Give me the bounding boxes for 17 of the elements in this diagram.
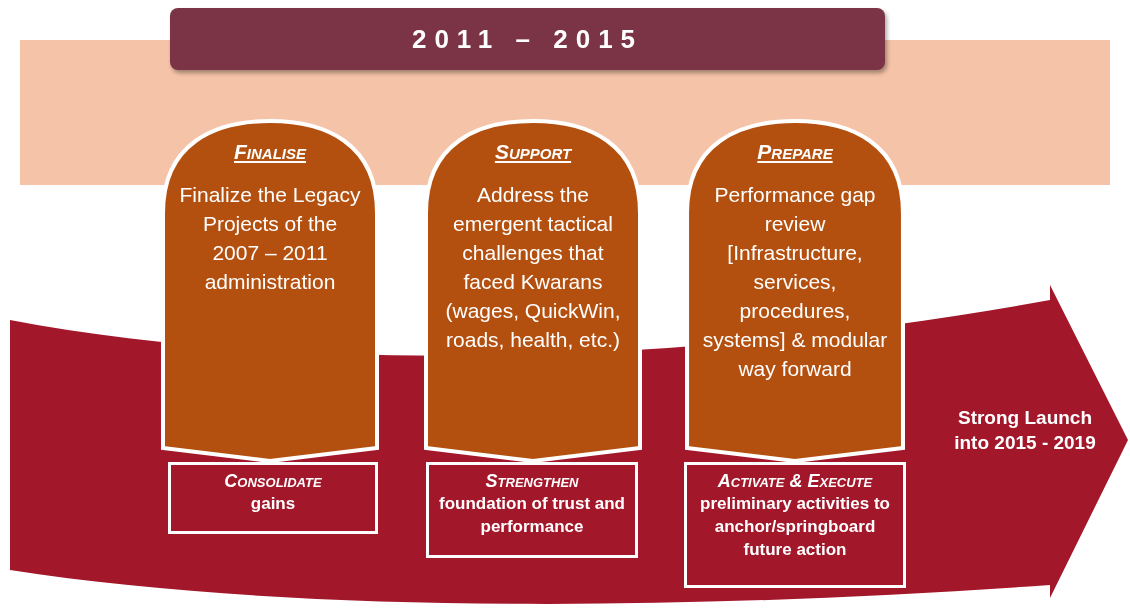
shape-text: Finalize the Legacy Projects of the 2007 – 2011 administration [178,182,362,295]
text-box [168,462,378,534]
box-heading: Consolidate [223,471,323,492]
box-heading: Strengthen [484,471,580,492]
shape-heading: Finalise [233,140,308,164]
shape-text: Performance gap review [Infrastructure, services, procedures, systems] & modular way forward [702,182,888,382]
year-banner: 2011 – 2015 [170,8,885,70]
text-box [426,462,638,558]
shape-heading: Support [493,140,573,164]
text-box [684,462,906,588]
box-text: preliminary activities to anchor/springboard future action [699,493,891,561]
shape-text: Address the emergent tactical challenges that faced Kwarans (wages, QuickWin, roads, health, etc.) [444,182,622,353]
box-text: gains [249,493,297,515]
shape-heading: Prepare [756,140,834,164]
arrow-text: Strong Launch into 2015 - 2019 [953,406,1097,455]
box-text: foundation of trust and performance [438,493,626,538]
box-heading: Activate & Execute [716,471,874,492]
